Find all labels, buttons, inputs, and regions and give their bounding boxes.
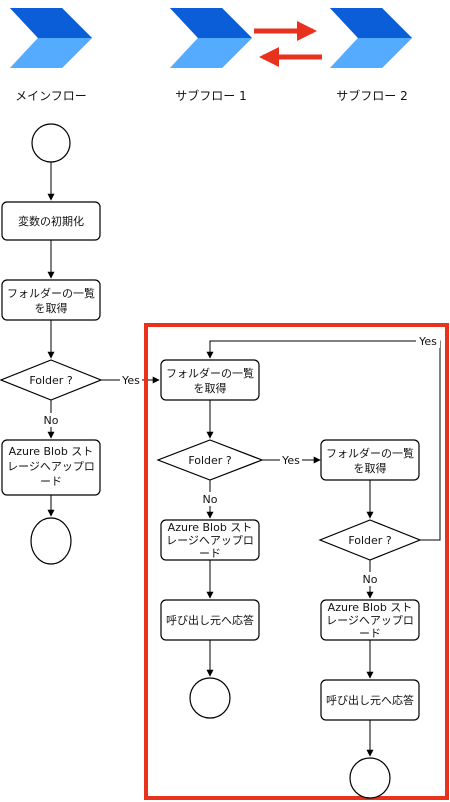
sub-flow-highlight-frame [144,323,449,800]
sub2-upload-label-1: Azure Blob スト [328,601,413,614]
sub2-no-bg [361,572,379,586]
sub1-no-bg [201,492,219,506]
main-upload-label-2: レージへアップロ [7,460,95,473]
sub1-yes-bg [280,453,302,467]
power-automate-icon-main [10,8,92,68]
sub2-get-folders-label-2: を取得 [354,462,387,475]
sub2-upload-label-2: レージへアップロ [326,614,414,627]
main-init-label: 変数の初期化 [18,214,84,228]
sub2-no-label: No [363,573,378,586]
sub1-get-folders-label-2: を取得 [194,382,227,395]
sub2-upload-label-3: ード [359,627,381,640]
main-upload-label-1: Azure Blob スト [9,445,94,458]
main-end-node [30,517,72,565]
power-automate-icon-sub2 [330,8,412,68]
sub2-respond-label: 呼び出し元へ応答 [326,693,414,707]
sub1-upload-label-1: Azure Blob スト [168,521,253,534]
sub1-end-node [189,677,231,719]
main-get-folders-label-2: を取得 [35,302,68,315]
sub2-decision-label: Folder ? [348,534,391,547]
sub2-end-node [349,757,391,799]
call-arrows [254,21,322,67]
header-main-flow: メインフロー [15,89,87,103]
main-start-node [31,123,71,163]
main-decision-label: Folder ? [29,374,72,387]
sub2-yes-label: Yes [418,335,437,348]
sub1-respond-label: 呼び出し元へ応答 [166,613,254,627]
main-no-label: No [44,414,59,427]
sub2-get-folders-label-1: フォルダーの一覧 [326,446,414,460]
header-sub-flow-1: サブフロー 1 [175,88,246,103]
sub1-decision-label: Folder ? [188,454,231,467]
main-yes-bg [120,373,142,387]
main-no-bg [42,413,60,427]
power-automate-icon-sub1 [170,8,252,68]
sub1-no-label: No [203,493,218,506]
main-upload-label-3: ード [40,475,62,488]
sub1-upload-label-3: ード [199,547,221,560]
sub1-upload-label-2: レージへアップロ [166,534,254,547]
main-yes-label: Yes [121,374,140,387]
main-get-folders-label-1: フォルダーの一覧 [7,286,95,300]
header-sub-flow-2: サブフロー 2 [336,88,407,103]
sub1-yes-label: Yes [281,454,300,467]
sub2-yes-bg [416,334,440,348]
sub1-get-folders-label-1: フォルダーの一覧 [166,366,254,380]
